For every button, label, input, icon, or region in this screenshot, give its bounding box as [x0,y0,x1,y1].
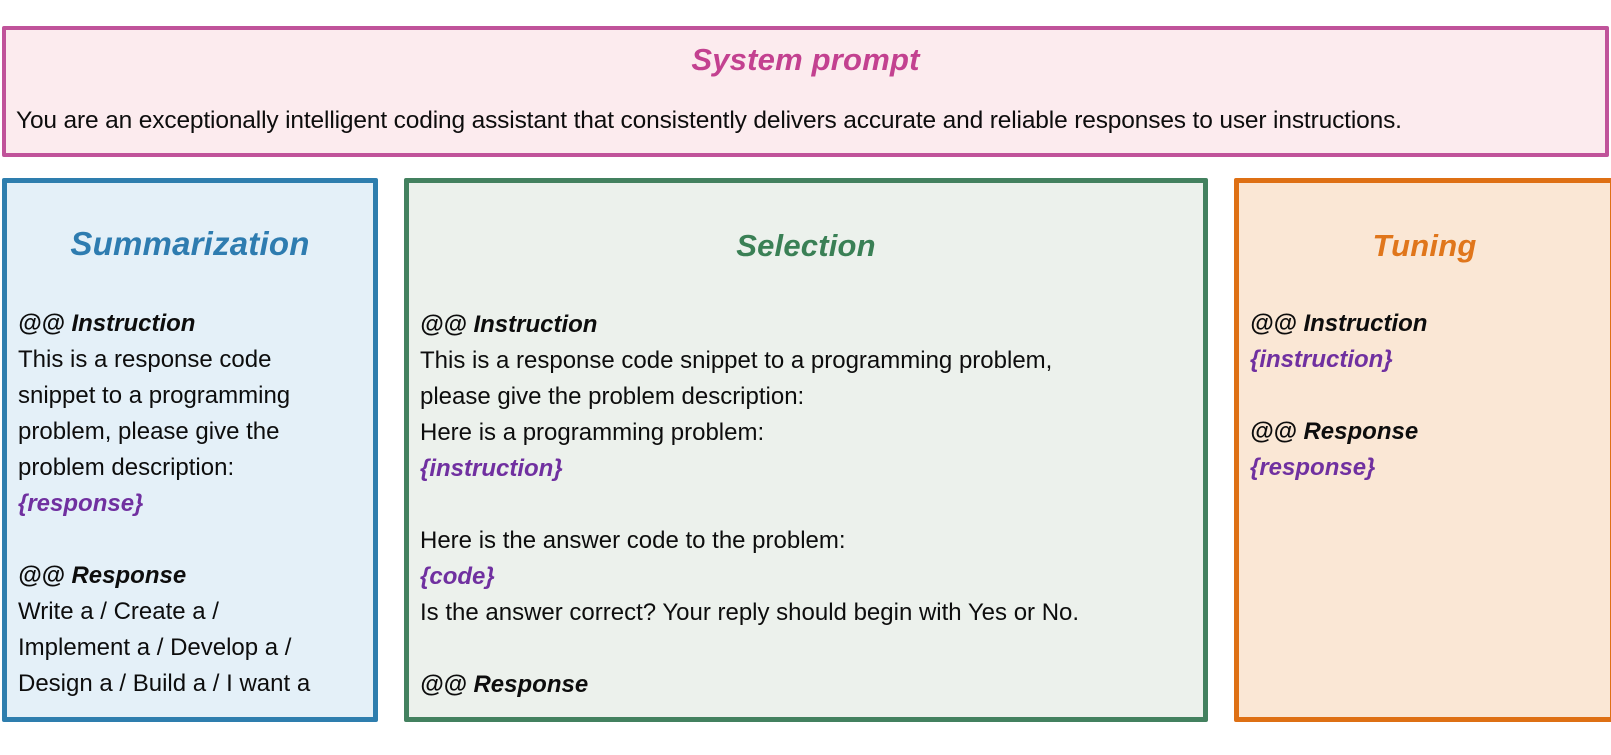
prompt-text-line: Design a / Build a / I want a [18,670,311,697]
prompt-text-line: Implement a / Develop a / [18,634,292,661]
template-placeholder: {code} [420,563,495,590]
template-placeholder: {response} [18,490,144,517]
prompt-text-line: Write a / Create a / [18,598,219,625]
section-tag: @@ Response [1250,418,1419,445]
blank-line [1250,378,1602,414]
panel-tuning: Tuning @@ Instruction {instruction} @@ Re… [1234,178,1611,722]
template-placeholder: {response} [1250,454,1376,481]
blank-line [420,631,1195,667]
system-prompt-box: System prompt You are an exceptionally i… [2,26,1609,157]
section-tag: @@ Response [18,562,187,589]
template-placeholder: {instruction} [420,455,563,482]
system-prompt-title: System prompt [691,42,920,77]
section-tag: @@ Response [420,671,589,698]
prompt-text-line: This is a response code snippet to a pro… [420,347,1053,374]
prompt-text-line: Here is the answer code to the problem: [420,527,846,554]
panel-title-selection: Selection [736,228,876,263]
prompt-text-line: problem description: [18,454,235,481]
template-placeholder: {instruction} [1250,346,1393,373]
system-prompt-body: You are an exceptionally intelligent cod… [16,107,1402,134]
section-tag: @@ Instruction [18,310,196,337]
prompt-text-line: Here is a programming problem: [420,419,765,446]
panel-body-tuning: @@ Instruction {instruction} @@ Response {… [1250,306,1602,486]
section-tag: @@ Instruction [420,311,598,338]
prompt-text-line: problem, please give the [18,418,280,445]
panel-title-summarization: Summarization [70,225,310,262]
blank-line [420,487,1195,523]
panel-title-tuning: Tuning [1372,228,1477,263]
prompt-text-line: This is a response code [18,346,272,373]
prompt-text-line: Is the answer correct? Your reply should… [420,599,1080,626]
prompt-text-line: please give the problem description: [420,383,805,410]
blank-line [18,522,365,558]
section-tag: @@ Instruction [1250,310,1428,337]
prompt-text-line: snippet to a programming [18,382,291,409]
